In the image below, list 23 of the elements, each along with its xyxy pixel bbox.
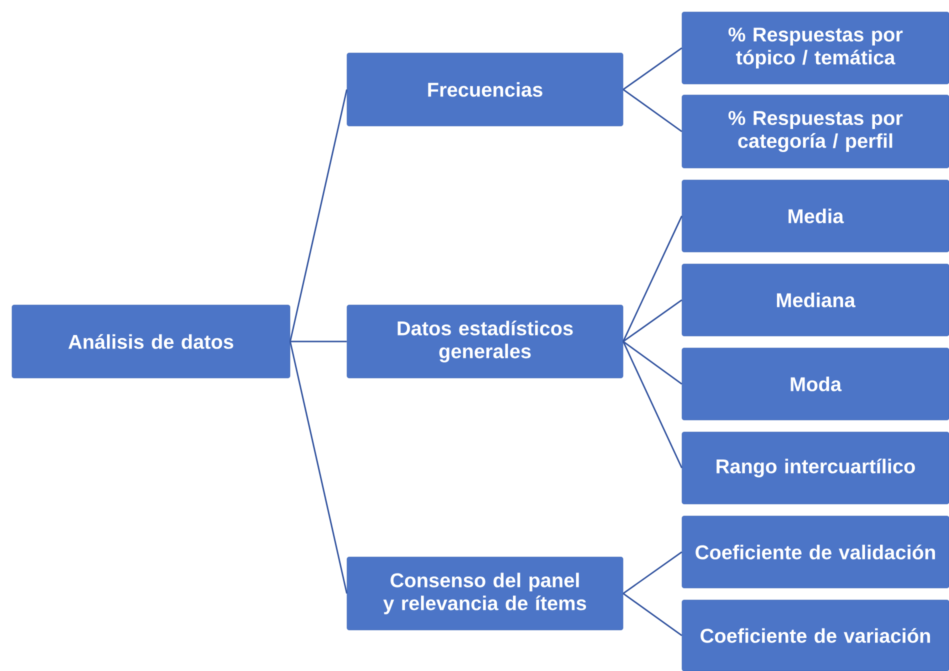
connector-line xyxy=(622,340,682,385)
connector-line xyxy=(622,551,682,594)
process-box: Frecuencias xyxy=(346,52,624,126)
process-box: % Respuestas por categoría / perfil xyxy=(682,94,949,168)
connector-line xyxy=(622,592,682,636)
process-box: Rango intercuartílico xyxy=(682,432,949,504)
process-box: Mediana xyxy=(682,264,949,336)
connector-line xyxy=(622,216,682,342)
connector-line xyxy=(622,341,682,468)
process-box: Coeficiente de validación xyxy=(682,516,949,588)
connector-line xyxy=(622,299,682,342)
process-box: Análisis de datos xyxy=(12,304,290,378)
process-box: Datos estadísticos generales xyxy=(346,304,624,378)
process-box: Moda xyxy=(682,348,949,420)
process-box: % Respuestas por tópico / temática xyxy=(682,12,949,84)
connector-line xyxy=(289,341,348,594)
process-box: Coeficiente de variación xyxy=(682,600,949,671)
connector-line xyxy=(622,47,682,90)
process-box: Media xyxy=(682,180,949,252)
process-box: Consenso del panel y relevancia de ítems xyxy=(346,556,624,630)
connector-line xyxy=(290,340,347,342)
connector-line xyxy=(289,89,348,342)
connector-line xyxy=(622,88,682,132)
